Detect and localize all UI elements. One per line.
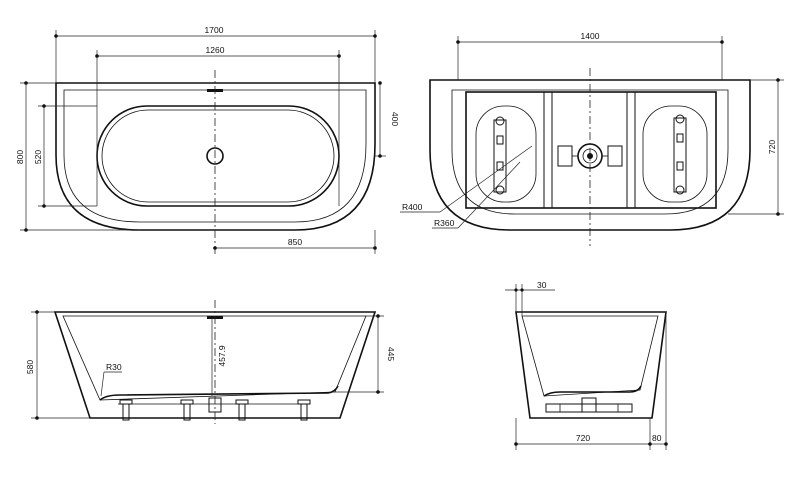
dim-side-width: 720 bbox=[576, 433, 590, 443]
side-view-basin-bottom bbox=[543, 385, 642, 397]
foot-bracket-right bbox=[673, 114, 687, 195]
dim-drain-depth: 457.9 bbox=[217, 345, 227, 367]
dim-drain-offset: 850 bbox=[288, 237, 302, 247]
dim-radius-inner: R360 bbox=[434, 218, 455, 228]
top-view-drain bbox=[206, 147, 224, 165]
front-view: 580 445 457.9 R30 bbox=[25, 300, 396, 424]
top-view-outer-shell bbox=[55, 82, 376, 231]
front-view-inner-shell bbox=[62, 315, 367, 401]
side-view: 30 720 80 bbox=[505, 280, 668, 450]
side-view-outer-shell bbox=[515, 311, 667, 419]
front-view-feet bbox=[118, 397, 311, 421]
dim-front-height: 580 bbox=[25, 360, 35, 374]
dim-bottom-width: 720 bbox=[767, 140, 777, 154]
top-view: 1700 1260 800 520 400 850 bbox=[15, 25, 400, 256]
foot-bracket-left bbox=[493, 116, 507, 195]
bottom-view-inner-shell bbox=[451, 89, 729, 215]
dim-inner-depth: 445 bbox=[386, 347, 396, 361]
top-view-rim bbox=[63, 89, 367, 223]
frame-post-1 bbox=[543, 91, 553, 209]
dim-side-offset: 80 bbox=[652, 433, 662, 443]
front-view-basin-bottom bbox=[99, 385, 339, 401]
dim-half-depth: 400 bbox=[390, 112, 400, 126]
bottom-view-outer-shell bbox=[429, 79, 751, 231]
frame-post-2 bbox=[626, 91, 636, 209]
bottom-view: 1400 720 R400 R360 bbox=[400, 31, 784, 246]
top-view-basin bbox=[96, 105, 340, 207]
dim-overall-width: 800 bbox=[15, 150, 25, 164]
bottom-cutout-left bbox=[475, 105, 537, 203]
top-view-basin-inner bbox=[101, 109, 335, 203]
dim-fillet: R30 bbox=[106, 362, 122, 372]
side-view-base bbox=[545, 397, 633, 413]
front-view-outer-shell bbox=[53, 311, 377, 419]
dim-inner-length: 1260 bbox=[206, 45, 225, 55]
bottom-cutout-right bbox=[642, 105, 708, 203]
dim-overall-length: 1700 bbox=[205, 25, 224, 35]
dim-radius-outer: R400 bbox=[402, 202, 423, 212]
dim-bottom-length: 1400 bbox=[581, 31, 600, 41]
dim-rim: 30 bbox=[537, 280, 547, 290]
side-view-inner-shell bbox=[521, 315, 659, 397]
dim-inner-width: 520 bbox=[33, 150, 43, 164]
